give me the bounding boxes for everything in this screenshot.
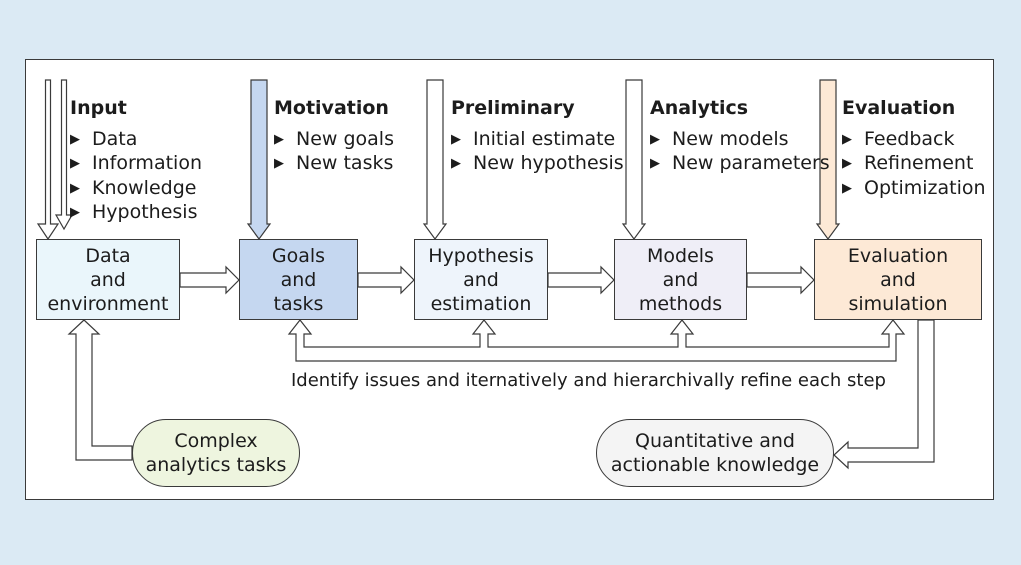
box-line: Goals	[271, 244, 326, 267]
box-models-methods: Models and methods	[614, 239, 747, 320]
box-line: Hypothesis	[428, 244, 534, 267]
box-line: and	[280, 268, 317, 291]
preliminary-arrow	[422, 79, 448, 241]
feedback-caption: Identify issues and iternatively and hie…	[291, 370, 886, 391]
box-hypothesis-estimation: Hypothesis and estimation	[414, 239, 548, 320]
pill-line: analytics tasks	[145, 454, 287, 476]
box-line: and	[662, 268, 699, 291]
box-line: tasks	[273, 292, 324, 315]
box-line: estimation	[430, 292, 532, 315]
group-item: ▶Hypothesis	[70, 201, 198, 223]
box-goals-tasks: Goals and tasks	[239, 239, 358, 320]
box-line: and	[463, 268, 499, 291]
input-arrow-left	[36, 79, 60, 241]
box-line: Data	[85, 244, 131, 267]
flow-arrow-1	[179, 265, 240, 295]
feedback-loop-arrow	[287, 319, 906, 362]
complex-analytics-tasks: Complex analytics tasks	[132, 419, 300, 487]
box-line: simulation	[848, 292, 948, 315]
box-data-environment: Data and environment	[36, 239, 180, 320]
pill-line: Complex	[174, 430, 258, 452]
group-heading-motivation: Motivation	[274, 97, 389, 119]
group-item: ▶Feedback	[842, 128, 955, 150]
flow-arrow-3	[547, 265, 615, 295]
group-item: ▶Initial estimate	[451, 128, 616, 150]
group-item: ▶Knowledge	[70, 177, 197, 199]
group-item: ▶Information	[70, 152, 202, 174]
box-line: Models	[647, 244, 714, 267]
flow-arrow-4	[746, 265, 815, 295]
motivation-arrow	[246, 79, 272, 241]
group-item: ▶Optimization	[842, 177, 986, 199]
group-item: ▶Data	[70, 128, 138, 150]
group-heading-analytics: Analytics	[650, 97, 749, 119]
group-item: ▶New tasks	[274, 152, 394, 174]
box-evaluation-simulation: Evaluation and simulation	[814, 239, 982, 320]
group-item: ▶New goals	[274, 128, 394, 150]
pill-line: Quantitative and	[635, 430, 795, 452]
input-arrow-right	[54, 79, 74, 231]
pill-line: actionable knowledge	[610, 454, 820, 476]
group-heading-input: Input	[70, 97, 127, 119]
evaluation-arrow	[815, 79, 841, 241]
flow-arrow-2	[357, 265, 415, 295]
group-heading-preliminary: Preliminary	[451, 97, 575, 119]
group-item: ▶New parameters	[650, 152, 830, 174]
box-line: and	[90, 268, 126, 291]
group-item: ▶Refinement	[842, 152, 974, 174]
box-line: Evaluation	[847, 244, 949, 267]
box-line: and	[880, 268, 916, 291]
box-line: environment	[47, 292, 169, 315]
analytics-arrow	[621, 79, 647, 241]
complex-to-data-arrow	[67, 319, 133, 461]
evaluation-to-knowledge-arrow	[833, 319, 935, 470]
group-heading-evaluation: Evaluation	[842, 97, 956, 119]
group-item: ▶New hypothesis	[451, 152, 624, 174]
group-item: ▶New models	[650, 128, 789, 150]
actionable-knowledge: Quantitative and actionable knowledge	[596, 419, 834, 487]
box-line: methods	[638, 292, 723, 315]
